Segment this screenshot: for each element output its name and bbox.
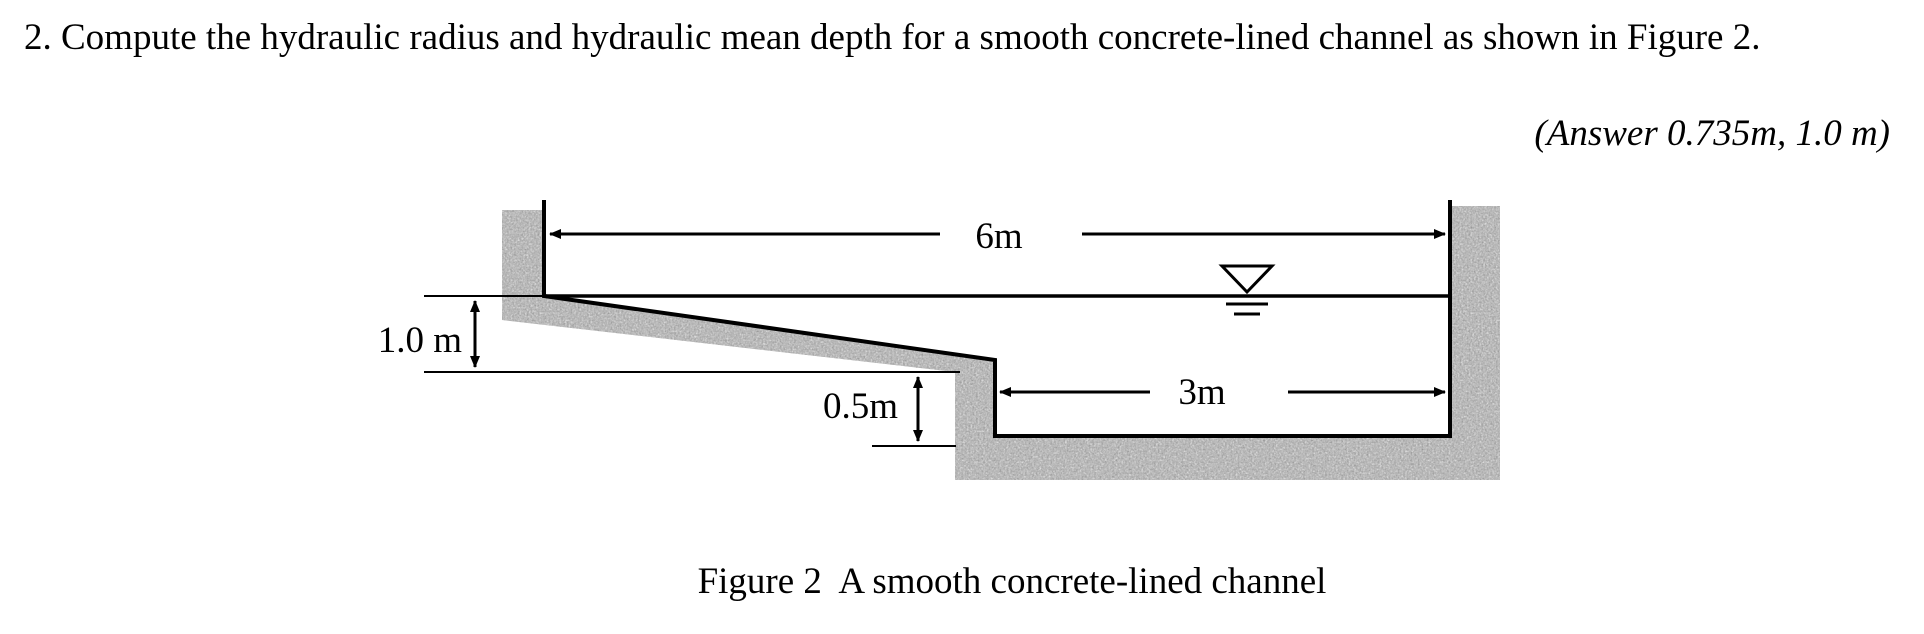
answer-text: (Answer 0.735m, 1.0 m) (1534, 113, 1890, 154)
top-width-dimension: 6m (549, 216, 1446, 257)
channel-boundary (542, 200, 1452, 438)
top-width-label: 6m (975, 216, 1023, 257)
depth-dimension: 1.0 m (378, 295, 960, 373)
figure-caption: Figure 2 A smooth concrete-lined channel (697, 561, 1327, 602)
concrete-lining (502, 206, 1500, 480)
depth-label: 1.0 m (378, 320, 463, 361)
water-surface-symbol-icon (1218, 264, 1276, 316)
question-text: 2. Compute the hydraulic radius and hydr… (24, 17, 1761, 58)
step-dimension: 0.5m (823, 376, 956, 447)
step-label: 0.5m (823, 386, 898, 427)
bottom-width-dimension: 3m (999, 372, 1446, 413)
bottom-width-label: 3m (1178, 372, 1226, 413)
